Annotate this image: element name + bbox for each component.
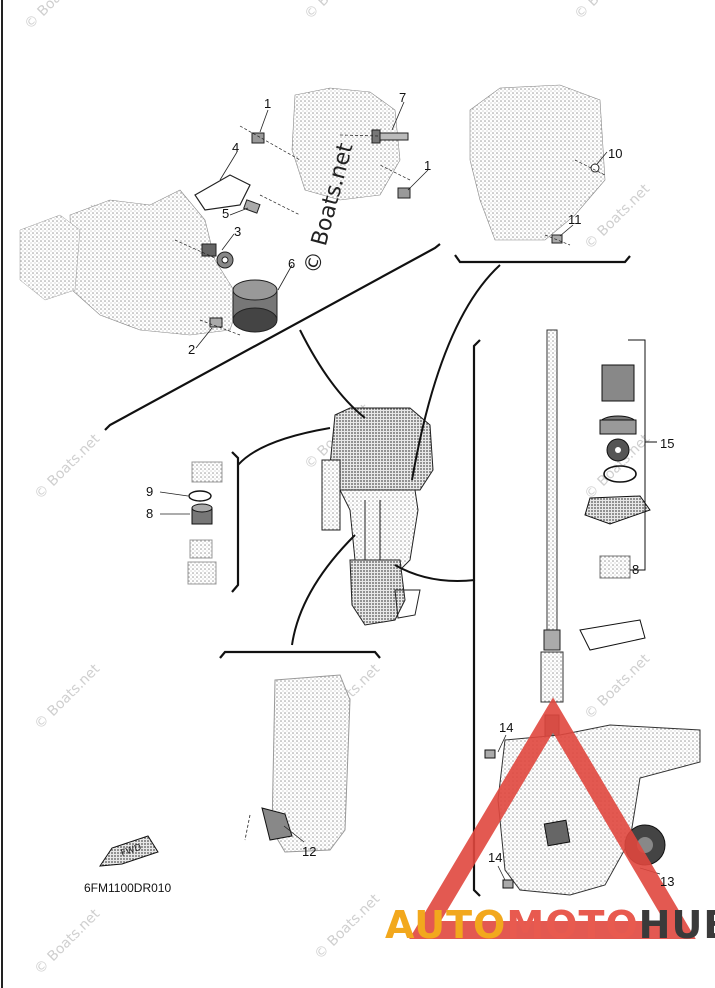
spark-plug-part-7 [371,129,409,144]
logo-hub: HUB [639,903,715,947]
callout-15: 15 [660,436,674,451]
callout-14: 14 [488,850,502,865]
impeller [606,438,630,462]
exhaust-group [219,650,381,853]
pump-housing [601,364,635,402]
forward-arrow: FWD [99,835,159,867]
lower-unit-group [472,329,701,897]
anode-part-12 [261,807,293,841]
callout-6: 6 [288,256,295,271]
connector-lines [237,264,501,646]
callout-14: 14 [499,720,513,735]
engine-block-group [19,84,631,431]
plug-part-1a [251,132,265,144]
callout-13: 13 [660,874,674,889]
washer-part-10 [590,163,600,173]
oil-filter-part-6 [232,279,278,333]
callout-2: 2 [188,342,195,357]
outboard-motor-overview [321,407,434,626]
plug-part-2 [209,317,223,328]
watermark-tile: © Boats.net [312,891,384,963]
callout-3: 3 [234,224,241,239]
o-ring-part-9 [188,490,212,502]
watermark-tile: © Boats.net [572,0,644,23]
callout-10: 10 [608,146,622,161]
thermostat-part-8 [191,503,213,525]
gasket-part-4 [194,174,251,211]
watermark-tile: © Boats.net [22,0,94,33]
callout-4: 4 [232,140,239,155]
gasket-plate [584,495,651,525]
logo-triangle [409,697,696,939]
callout-9: 9 [146,484,153,499]
callout-11: 11 [568,212,582,227]
watermark-tile: © Boats.net [302,0,374,23]
pump-o-ring [603,465,637,483]
bolt-part-5 [243,199,261,214]
watermark-tile: © Boats.net [32,431,104,503]
diagram-code: 6FM1100DR010 [84,881,171,895]
plug-part-11 [551,234,563,244]
callout-1: 1 [264,96,271,111]
plug-part-14b [502,879,514,889]
callout-5: 5 [222,206,229,221]
svg-text:AUTOMOTOHUB: AUTOMOTOHUB [385,903,715,947]
callouts: 1 1 2 3 4 5 6 7 8 8 9 10 11 12 13 14 14 … [146,90,674,889]
callout-1: 1 [424,158,431,173]
thermostat-group [159,451,240,593]
plug-part-1b [397,187,411,199]
watermark-tile: © Boats.net [32,906,104,978]
callout-8: 8 [146,506,153,521]
watermark-tile: © Boats.net [32,661,104,733]
callout-7: 7 [399,90,406,105]
logo-auto: AUTO [385,903,506,947]
callout-8: 8 [632,562,639,577]
union-bolt-part-3 [201,243,234,269]
logo-moto: MOTO [506,903,638,947]
plug-part-14a [484,749,496,759]
automotohub-logo: AUTOMOTOHUB [385,697,715,947]
callout-12: 12 [302,844,316,859]
watermark-tile: © Boats.net [582,651,654,723]
